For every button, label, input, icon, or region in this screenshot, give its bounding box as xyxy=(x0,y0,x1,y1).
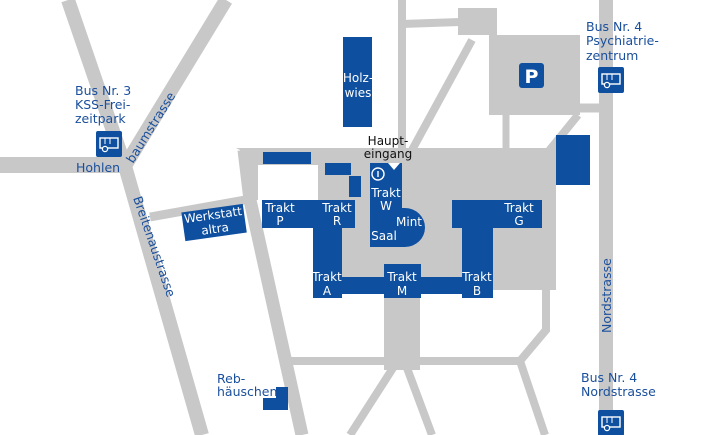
bus-stop-label: Psychiatrie- xyxy=(586,33,659,48)
building-east xyxy=(556,135,590,185)
street-label-baumstrasse: baumstrasse xyxy=(123,89,179,166)
road-southeast xyxy=(516,359,549,435)
building-small-2 xyxy=(325,163,351,175)
label-trakt-m: M xyxy=(397,284,407,298)
label-trakt-p: P xyxy=(276,214,283,228)
bus-icon[interactable] xyxy=(597,409,625,435)
road-diagonal xyxy=(408,38,476,152)
road-south-left xyxy=(346,365,397,435)
bus-icon[interactable] xyxy=(96,131,122,157)
building-small-3 xyxy=(349,176,361,197)
entrance-arrow-icon xyxy=(388,163,400,170)
bus-stop-label: KSS-Frei- xyxy=(75,97,130,112)
label-rebhaeuschen: häuschen xyxy=(217,384,277,399)
label-holzwies: Holz- xyxy=(343,71,373,85)
bus-stop-label: zeitpark xyxy=(75,111,126,126)
label-trakt-g: Trakt xyxy=(503,201,534,215)
bus-stop-label: Bus Nr. 4 xyxy=(586,19,642,34)
street-label-hohlen: Hohlen xyxy=(76,160,120,175)
building-trakt-g xyxy=(452,200,542,228)
info-icon xyxy=(371,167,385,181)
road-south-right xyxy=(403,366,436,435)
parking-label: P xyxy=(525,66,539,88)
label-trakt-r: Trakt xyxy=(321,201,352,215)
label-trakt-a: Trakt xyxy=(311,270,342,284)
label-trakt-b: B xyxy=(473,284,481,298)
label-holzwies: wies xyxy=(345,86,372,100)
building-trakt-w xyxy=(370,163,425,247)
label-trakt-p: Trakt xyxy=(264,201,295,215)
building-trakt-m xyxy=(384,264,421,298)
building-small-1 xyxy=(263,152,311,164)
label-entrance: eingang xyxy=(364,147,413,161)
label-trakt-a: A xyxy=(323,284,332,298)
parking-icon[interactable]: P xyxy=(519,63,544,88)
building-holzwies xyxy=(343,37,372,127)
label-trakt-r: R xyxy=(333,214,341,228)
label-trakt-g: G xyxy=(514,214,523,228)
label-trakt-w: W xyxy=(380,199,392,213)
label-entrance: Haupt- xyxy=(368,134,409,148)
bus-stop-label: Bus Nr. 4 xyxy=(581,370,637,385)
label-saal: Saal xyxy=(371,229,397,243)
label-trakt-b: Trakt xyxy=(461,270,492,284)
bus-stop-label: zentrum xyxy=(586,48,638,63)
bus-stop-label: Bus Nr. 3 xyxy=(75,83,131,98)
road-baumstrasse xyxy=(119,0,232,170)
label-mint: Mint xyxy=(396,215,422,229)
bus-icon[interactable] xyxy=(597,66,625,94)
building-rebhaeuschen xyxy=(263,387,288,410)
label-trakt-m: Trakt xyxy=(386,270,417,284)
label-rebhaeuschen: Reb- xyxy=(217,371,245,386)
street-label-nordstrasse: Nordstrasse xyxy=(599,258,614,333)
road-werkstatt xyxy=(149,195,246,222)
bus-stop-label: Nordstrasse xyxy=(581,384,656,399)
parking-area xyxy=(458,8,580,115)
buildings xyxy=(181,37,590,410)
label-trakt-w: Trakt xyxy=(370,186,401,200)
road-park-diag xyxy=(544,112,582,155)
building-trakt-a xyxy=(313,200,342,298)
building-trakt-b xyxy=(462,228,493,298)
label-werkstatt: altra xyxy=(200,220,229,238)
building-werkstatt xyxy=(181,203,247,242)
road-north-cross xyxy=(401,18,461,28)
